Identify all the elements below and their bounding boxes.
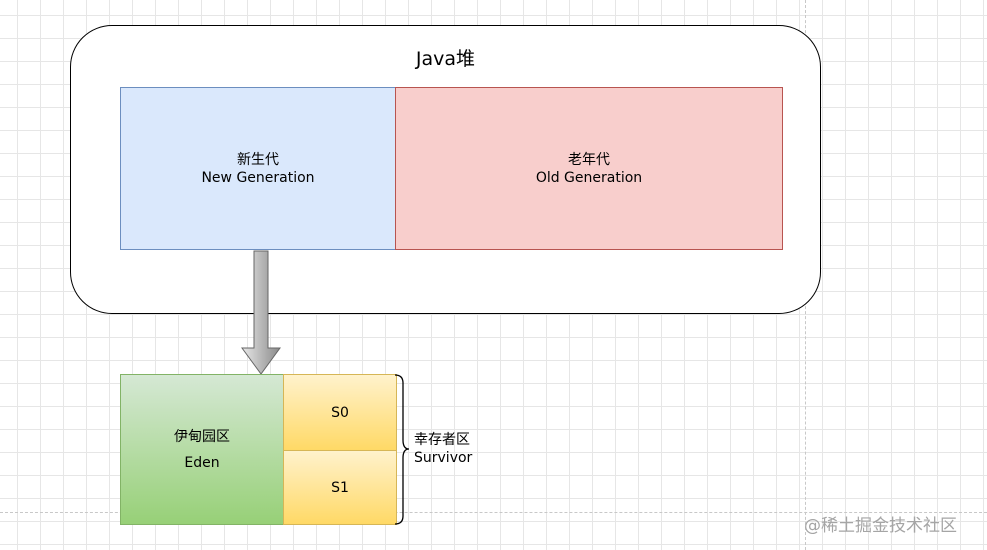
- eden-label-cn: 伊甸园区: [174, 428, 230, 445]
- young-generation-label-en: New Generation: [201, 169, 315, 186]
- survivor-space-label: 幸存者区 Survivor: [414, 431, 480, 467]
- old-generation-label-en: Old Generation: [535, 169, 643, 186]
- eden-space-box[interactable]: 伊甸园区 Eden: [120, 374, 284, 525]
- old-generation-label-cn: 老年代: [568, 151, 610, 168]
- eden-label-en: Eden: [184, 454, 220, 471]
- survivor-s1-box[interactable]: S1: [283, 450, 397, 525]
- expand-arrow-down-icon[interactable]: [240, 250, 282, 375]
- survivor-s1-label: S1: [331, 479, 349, 496]
- grid-guide-horizontal: [0, 512, 987, 513]
- survivor-s0-label: S0: [331, 404, 349, 421]
- young-generation-box[interactable]: 新生代 New Generation: [120, 87, 396, 250]
- watermark-text: @稀土掘金技术社区: [804, 516, 957, 536]
- old-generation-box[interactable]: 老年代 Old Generation: [395, 87, 783, 250]
- survivor-label-en: Survivor: [414, 450, 473, 466]
- survivor-s0-box[interactable]: S0: [283, 374, 397, 451]
- java-heap-title: Java堆: [415, 48, 476, 70]
- young-generation-label-cn: 新生代: [237, 151, 279, 168]
- curly-brace-icon: [394, 374, 410, 525]
- survivor-label-cn: 幸存者区: [414, 432, 470, 448]
